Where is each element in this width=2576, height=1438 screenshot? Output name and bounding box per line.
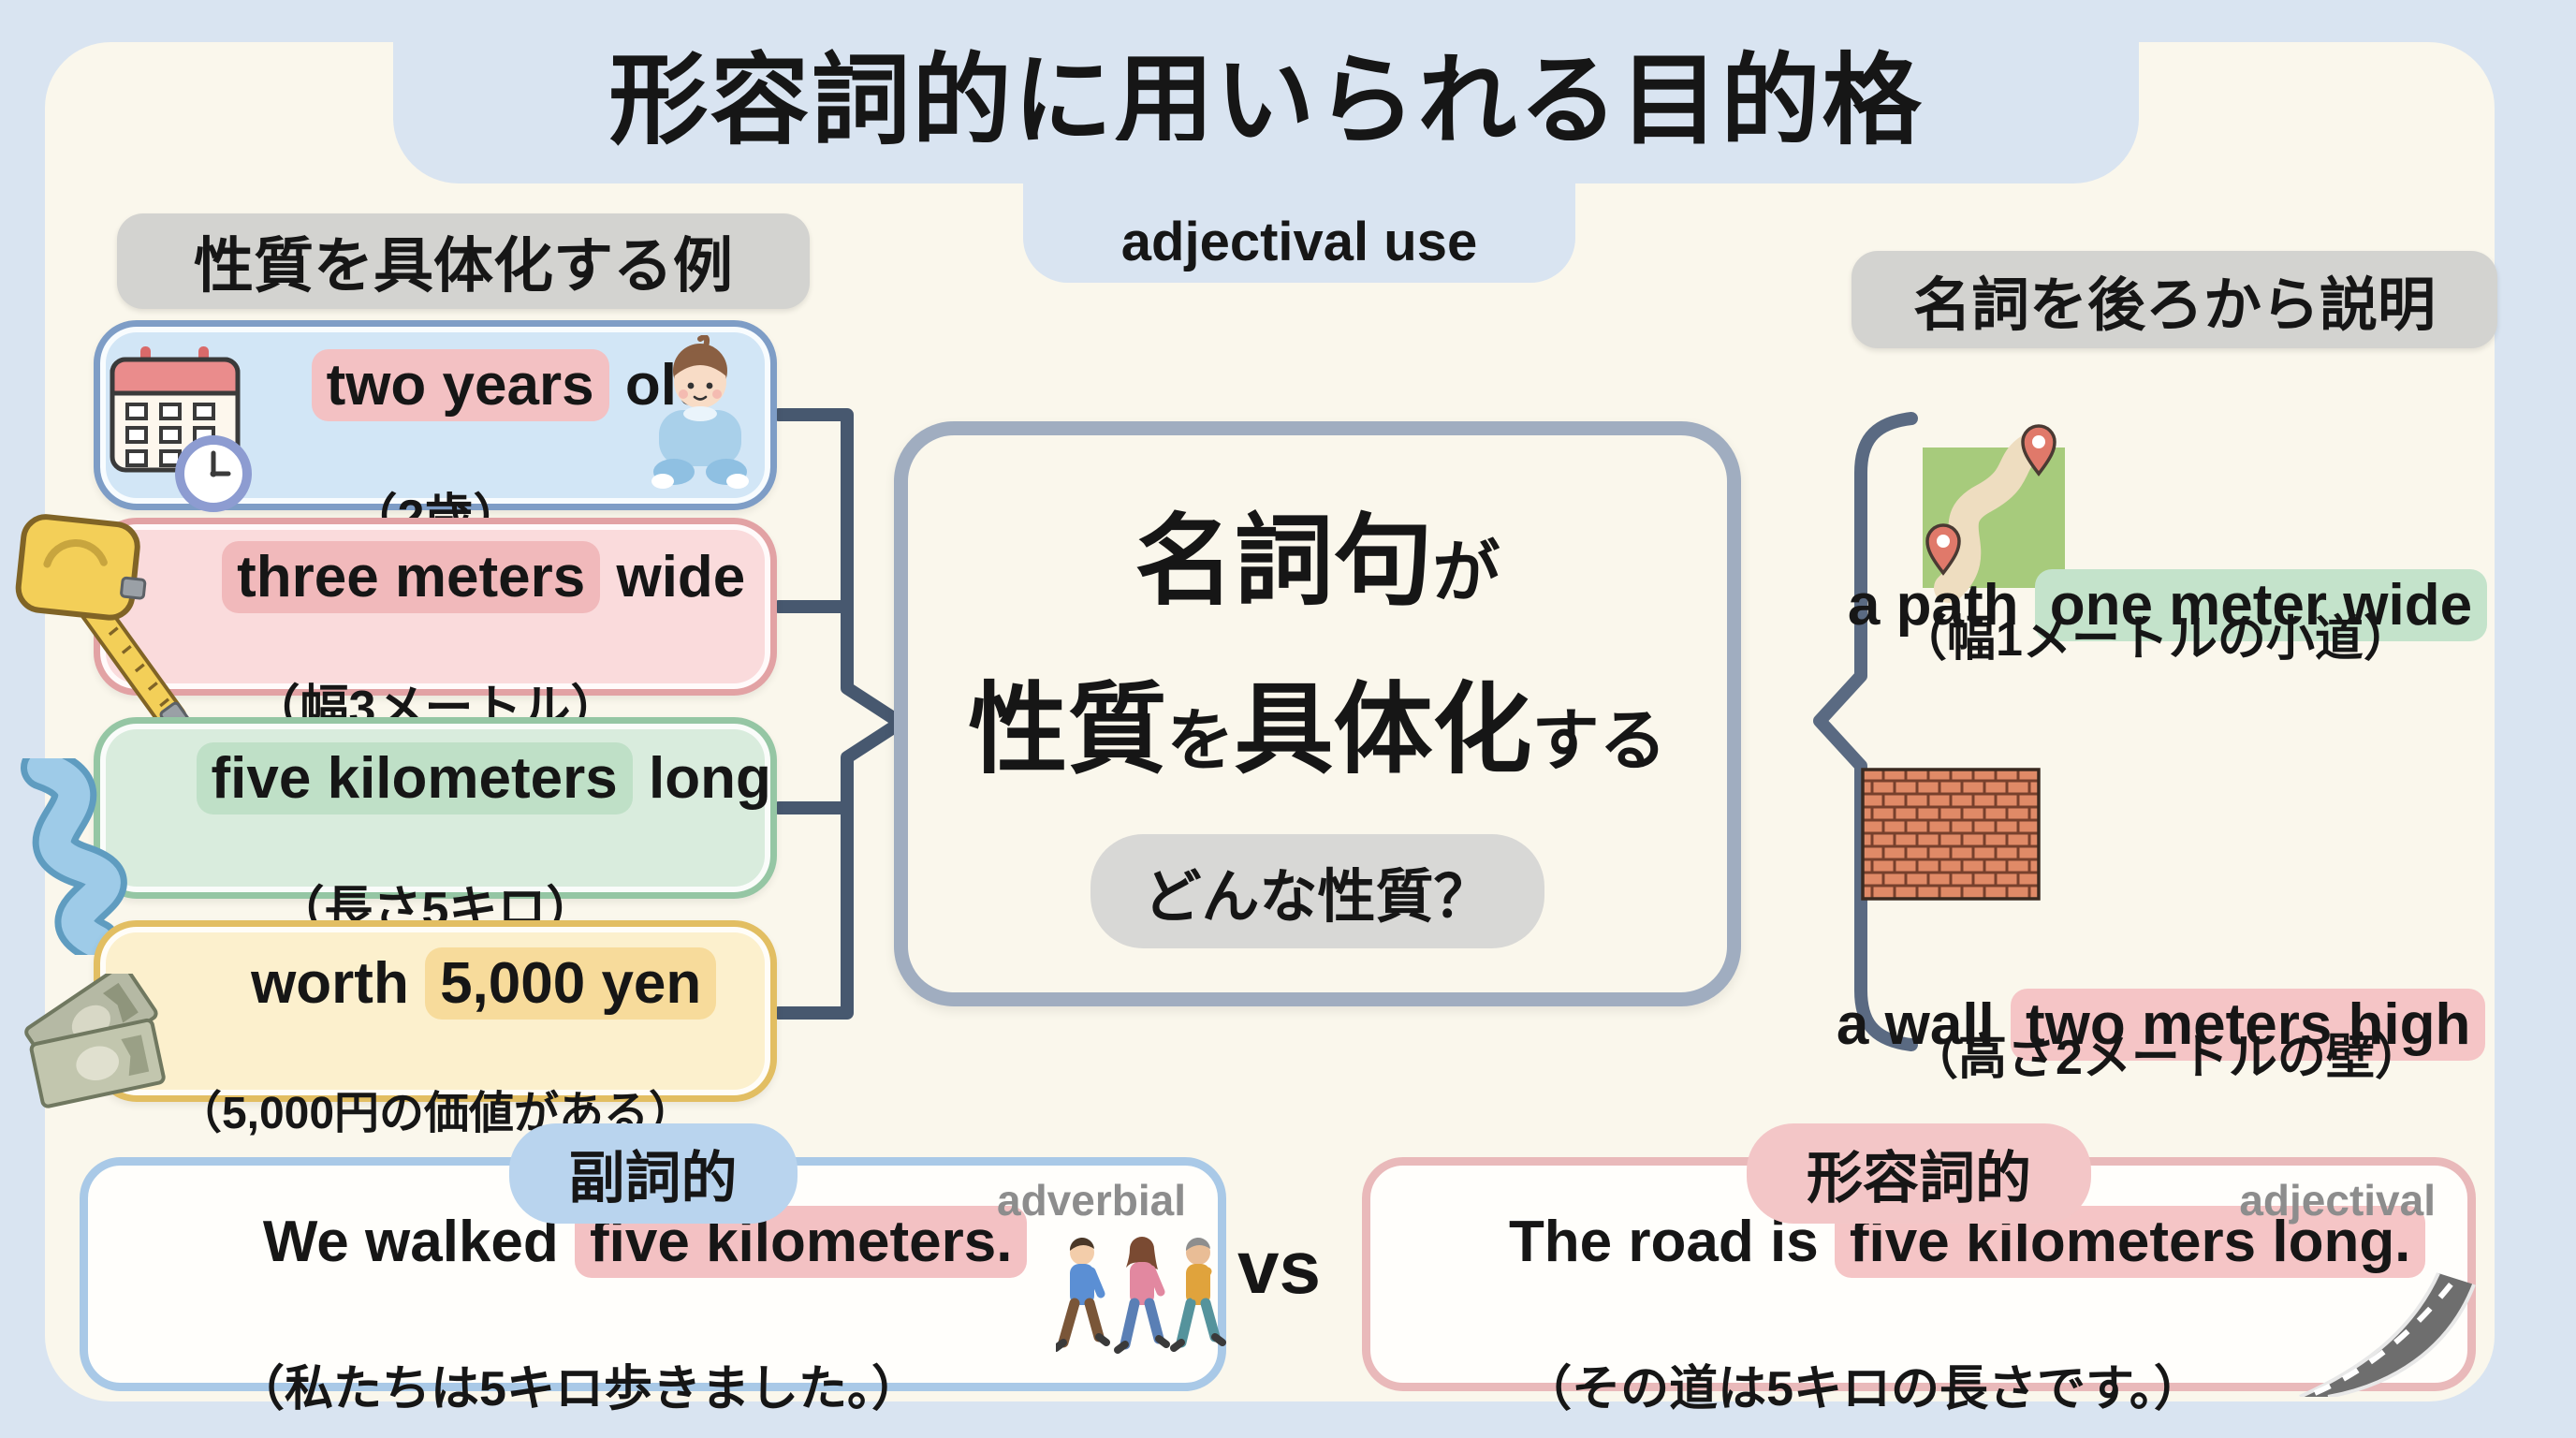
highlight-5000-yen: 5,000 yen: [425, 946, 717, 1020]
right-section-header: 名詞を後ろから説明: [1852, 251, 2497, 348]
adverbial-badge: 副詞的: [508, 1123, 798, 1224]
right-example-path-japanese: （幅1メートルの小道）: [1898, 612, 2412, 667]
highlight-two-years: two years: [311, 349, 609, 422]
example-age-english: two years old: [214, 286, 712, 486]
title-band: 形容詞的に用いられる目的格: [393, 0, 2139, 183]
center-line-1: 名詞句が: [1134, 480, 1500, 624]
adverbial-tag: adverbial: [997, 1176, 1186, 1225]
text-pre: worth: [251, 950, 426, 1016]
center-seishitsu: 性質: [968, 674, 1167, 785]
right-example-wall: a wall two meters high: [1772, 925, 2486, 1124]
text-pre: a wall: [1836, 992, 2011, 1057]
highlight-two-meters-high: two meters high: [2011, 989, 2486, 1061]
banknotes-icon: [24, 974, 166, 1108]
adjectival-japanese: （その道は5キロの長さです。）: [1523, 1362, 2203, 1416]
text-pre: The road is: [1508, 1210, 1835, 1274]
text-post: long: [632, 745, 771, 811]
right-header-text: 名詞を後ろから説明: [1912, 273, 2436, 338]
example-box-width: three meters wide （幅3メートル）: [94, 518, 777, 736]
page-title: 形容詞的に用いられる目的格: [608, 46, 1924, 156]
highlight-one-meter-wide: one meter wide: [2034, 569, 2488, 641]
text-post: wide: [600, 544, 746, 609]
center-line-2: 性質を具体化する: [968, 649, 1666, 793]
calendar-clock-icon: [110, 346, 252, 512]
adjectival-example-box: 形容詞的 adjectival The road is five kilomet…: [1362, 1123, 2476, 1416]
center-noun-phrase: 名詞句: [1134, 506, 1433, 617]
subtitle-text: adjectival use: [1120, 212, 1478, 272]
highlight-three-meters: three meters: [222, 540, 601, 613]
highlight-five-kilometers: five kilometers: [196, 741, 633, 814]
example-box-worth: worth 5,000 yen （5,000円の価値がある）: [94, 920, 777, 1137]
vs-text: vs: [1237, 1225, 1321, 1309]
brick-wall-icon: [1861, 768, 2041, 901]
adverbial-japanese: （私たちは5キロ歩きました。）: [236, 1362, 920, 1416]
left-header-text: 性質を具体化する例: [194, 232, 733, 300]
example-width-english: three meters wide: [125, 477, 746, 677]
baby-icon: [651, 335, 749, 489]
center-particle-wo: を: [1166, 703, 1235, 779]
path-map-icon: [1923, 424, 2065, 603]
right-example-path: a path one meter wide: [1783, 506, 2488, 705]
text-pre: a path: [1847, 573, 2035, 638]
adjectival-badge: 形容詞的: [1747, 1123, 2091, 1224]
adverbial-sentence: We walked five kilometers.: [167, 1142, 1028, 1342]
tape-measure-icon: [15, 514, 191, 734]
question-badge: どんな性質？: [1090, 833, 1544, 948]
walking-people-icon: [1056, 1237, 1226, 1354]
adverbial-example-box: 副詞的 adverbial We walked five kilometers.…: [80, 1123, 1226, 1416]
example-length-english: five kilometers long: [99, 678, 771, 878]
example-worth-english: worth 5,000 yen: [154, 884, 717, 1084]
center-particle-ga: が: [1432, 535, 1500, 610]
left-section-header: 性質を具体化する例: [117, 213, 810, 309]
right-example-wall-japanese: （高さ2メートルの壁）: [1910, 1031, 2423, 1085]
adjectival-tag: adjectival: [2239, 1176, 2436, 1225]
road-icon: [2299, 1272, 2476, 1397]
subtitle-badge: adjectival use: [1023, 140, 1575, 283]
center-suru: する: [1531, 703, 1667, 779]
center-gutaika: 具体化: [1234, 674, 1532, 785]
river-icon: [21, 758, 127, 955]
text-pre: We walked: [262, 1210, 576, 1274]
center-statement-box: 名詞句が 性質を具体化する どんな性質？: [894, 421, 1741, 1006]
